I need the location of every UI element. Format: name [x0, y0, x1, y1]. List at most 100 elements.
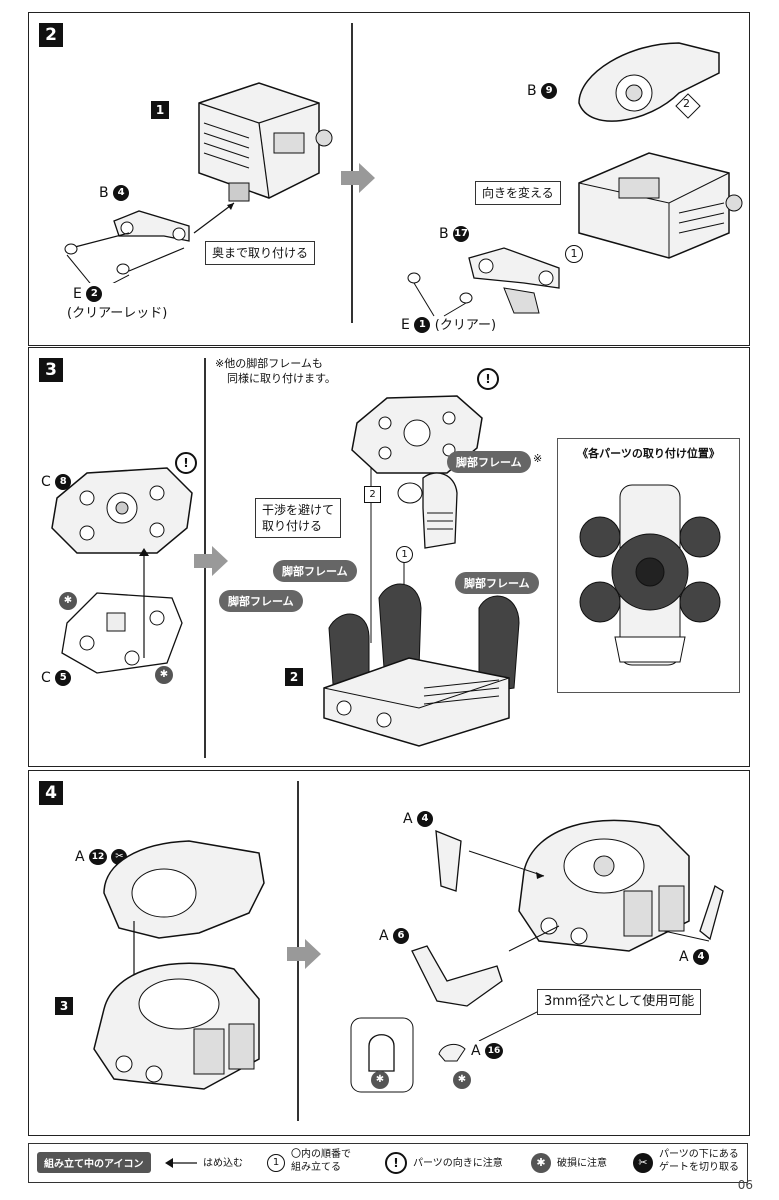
legend-order-line-1: 〇内の順番で	[291, 1149, 351, 1160]
part-letter: E	[401, 317, 410, 333]
step3-plate-c5	[61, 592, 183, 674]
step2-left-callout: 奥まで取り付ける	[205, 241, 316, 266]
part-number-badge: 4	[417, 811, 434, 827]
step3-subassembly-2: 2	[285, 668, 303, 686]
insert-arrow-icon	[165, 1158, 197, 1168]
part-letter: A	[403, 811, 413, 827]
step2-panel: 2 1 B 4 奥まで取り付ける E 2 (クリア	[28, 12, 750, 346]
step3-order-1: 1	[396, 546, 413, 563]
step4-right-part-a4-bottom: A 4	[679, 949, 710, 965]
step4-flow-arrow	[287, 939, 321, 969]
legend-gate-line-2: ゲートを切り取る	[659, 1162, 739, 1173]
legend-direction: パーツの向きに注意	[413, 1158, 503, 1169]
part-number-badge: 16	[485, 1043, 504, 1059]
part-number-badge: 4	[113, 185, 130, 201]
gate-cut-icon: ✂	[633, 1153, 653, 1173]
step3-left-part-c8: C 8	[41, 474, 72, 490]
legend-order: 〇内の順番で 組み立てる	[291, 1148, 351, 1174]
part-number-badge: 8	[55, 474, 72, 490]
step2-clear-parts	[64, 243, 130, 275]
step3-left-arrow	[139, 548, 149, 658]
step3-order-2: 2	[364, 486, 381, 503]
part-number-badge: 4	[693, 949, 710, 965]
fragile-caution-icon: ✱	[155, 666, 173, 684]
direction-caution-icon: !	[385, 1152, 407, 1174]
step2-right-callout: 向きを変える	[475, 181, 561, 206]
step2-flow-arrow	[341, 163, 375, 193]
part-letter: A	[75, 849, 85, 865]
inset-placement-diagram	[579, 484, 721, 666]
step2-right-body	[578, 152, 743, 259]
leg-frame-asterisk: ※	[533, 452, 543, 465]
step3-plate-c8	[51, 467, 193, 554]
legend-gate-line-1: パーツの下にある	[659, 1149, 739, 1160]
leg-frame-label: 脚部フレーム	[447, 451, 531, 473]
part-letter: A	[679, 949, 689, 965]
legend-gate: パーツの下にある ゲートを切り取る	[659, 1148, 739, 1174]
legend-insert: はめ込む	[203, 1158, 243, 1169]
step2-left-part-b4: B 4	[99, 185, 130, 201]
step2-right-part-b17: B 17	[439, 226, 470, 242]
step4-zoom-bubble	[350, 1017, 414, 1093]
step4-a4-part-right	[699, 885, 724, 941]
fragile-caution-icon: ✱	[371, 1071, 389, 1089]
legend-fragile: 破損に注意	[557, 1158, 607, 1169]
fragile-caution-icon: ✱	[59, 592, 77, 610]
step4-a6-part	[411, 945, 503, 1007]
step2-right-clear-parts	[407, 272, 473, 317]
step2-right-part-b9: B 9	[527, 83, 558, 99]
order-circle-icon: 1	[267, 1154, 285, 1172]
part-number-badge: 5	[55, 670, 72, 686]
part-letter: C	[41, 670, 51, 686]
callout-line-2: 取り付ける	[262, 519, 323, 534]
direction-caution-icon: !	[175, 452, 197, 474]
step3-main-assembly	[323, 583, 520, 747]
part-letter: B	[527, 83, 537, 99]
page-number: 06	[737, 1178, 753, 1192]
step2-top-cover	[578, 42, 720, 122]
legend-order-line-2: 組み立てる	[291, 1162, 341, 1173]
part-number-badge: 2	[86, 286, 103, 302]
step4-right-part-a4-top: A 4	[403, 811, 434, 827]
part-note: (クリアー)	[434, 318, 497, 333]
inset-title: 《各パーツの取り付け位置》	[577, 447, 720, 460]
step2-left-part-e2: E 2	[73, 286, 103, 302]
direction-caution-icon: !	[477, 368, 499, 390]
step3-callout: 干渉を避けて 取り付ける	[255, 498, 342, 539]
part-number-badge: 12	[89, 849, 108, 865]
part-letter: B	[439, 226, 449, 242]
step2-subassembly-1: 1	[151, 101, 169, 119]
part-number-badge: 1	[414, 317, 431, 333]
step4-top-shell	[103, 840, 265, 939]
part-number-badge: 6	[393, 928, 410, 944]
step4-panel: 4 A 12 ✂ 3 A 4	[28, 770, 750, 1136]
callout-line-1: 干渉を避けて	[262, 503, 335, 517]
leg-frame-label: 脚部フレーム	[455, 572, 539, 594]
step3-panel: 3 C 8 ! ✱ ✱ C 5 ※他の脚部フレームも 同様に取り付けます。	[28, 347, 750, 767]
step2-arm-part	[113, 210, 190, 242]
step2-order-2-text: 2	[683, 97, 690, 110]
step4-right-assembly	[518, 819, 690, 952]
part-letter: B	[99, 185, 109, 201]
step4-a4-part-left	[435, 830, 462, 892]
step2-left-part-e-note: (クリアーレッド)	[67, 306, 168, 321]
step2-number: 2	[39, 23, 63, 47]
part-number-badge: 17	[453, 226, 470, 242]
step2-right-arm	[468, 247, 560, 314]
step3-left-part-c5: C 5	[41, 670, 72, 686]
part-letter: A	[379, 928, 389, 944]
leg-frame-label: 脚部フレーム	[273, 560, 357, 582]
part-letter: C	[41, 474, 51, 490]
step3-inset-box: 《各パーツの取り付け位置》	[557, 438, 740, 693]
leg-frame-label: 脚部フレーム	[219, 590, 303, 612]
note-line-2: 同様に取り付けます。	[227, 372, 336, 386]
step2-right-part-e1: E 1 (クリアー)	[401, 317, 496, 333]
step3-number: 3	[39, 358, 63, 382]
step4-right-part-a6: A 6	[379, 928, 410, 944]
step3-flow-arrow	[194, 546, 228, 576]
step2-body-illustration	[198, 82, 333, 202]
step4-left-assembly	[93, 962, 260, 1090]
fragile-caution-icon: ✱	[531, 1153, 551, 1173]
legend-title: 組み立て中のアイコン	[37, 1152, 151, 1173]
step4-a16-part	[438, 1043, 466, 1062]
